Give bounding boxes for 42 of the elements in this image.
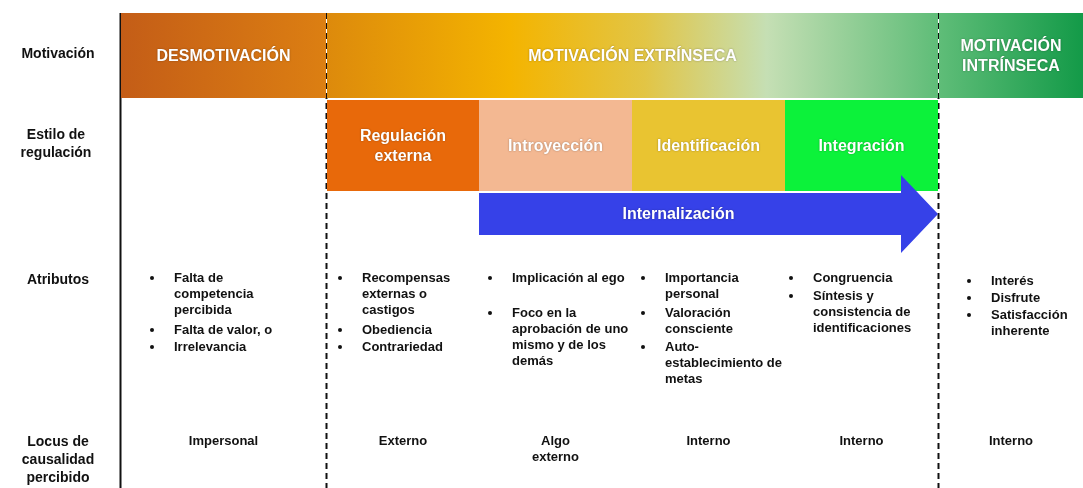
table-cell-text: Interno [838,433,885,449]
row-header: Locus de causalidad percibido [20,432,96,486]
list-item: Satisfacción inherente [991,307,1069,339]
list-item: Disfrute [991,290,1042,306]
band-label: Identificación [655,135,762,156]
list-item: Auto-establecimiento de metas [665,339,783,387]
list-item: Obediencia [362,322,434,338]
band-label: MOTIVACIÓN INTRÍNSECA [959,35,1063,76]
row-header: Motivación [20,44,96,62]
table-cell-text: Interno [987,433,1035,449]
list-item: Foco en la aprobación de uno mismo y de los demás [512,305,630,369]
list-item: Congruencia [813,270,894,286]
arrow-label: Internalización [621,204,736,224]
band-label: Regulación externa [358,125,448,166]
regulation-box [479,100,632,191]
table-cell-text: Algo externo [531,433,580,465]
list-item: Contrariedad [362,339,444,355]
band-label: DESMOTIVACIÓN [155,45,292,66]
band [327,13,938,98]
regulation-box [632,100,785,191]
regulation-box [327,100,479,191]
table-cell-text: Externo [377,433,429,449]
list-item: Recompensas externas o castigos [362,270,452,318]
row-header: Atributos [25,270,91,288]
arrow [479,175,938,253]
regulation-box [785,100,938,191]
table-cell-text: Interno [685,433,732,449]
band [121,13,326,98]
list-item: Falta de valor, o [174,322,274,338]
band-label: Introyección [506,135,605,156]
band-label: Integración [817,135,906,156]
list-item: Valoración consciente [665,305,734,337]
list-item: Irrelevancia [174,339,248,355]
list-item: Falta de competencia percibida [174,270,255,318]
row-header: Estilo de regulación [19,125,93,161]
list-item: Implicación al ego [512,270,626,286]
list-item: Síntesis y consistencia de identificaciones [813,288,913,336]
table-cell-text: Impersonal [187,433,260,449]
band-label: MOTIVACIÓN EXTRÍNSECA [527,45,738,66]
list-item: Importancia personal [665,270,740,302]
list-item: Interés [991,273,1035,289]
band [939,13,1083,98]
